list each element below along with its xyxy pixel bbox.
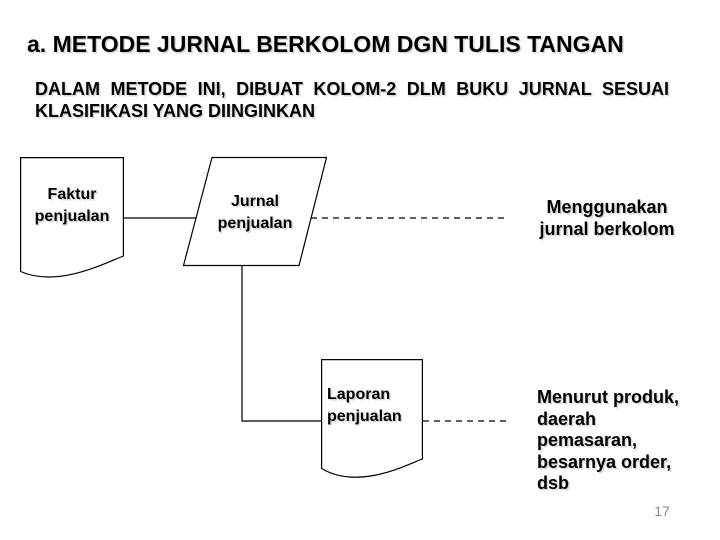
- laporan-node-label: Laporan penjualan: [327, 386, 402, 425]
- laporan-annotation-text: Menurut produk, daerah pemasaran, besarn…: [537, 387, 679, 494]
- page-number: 17: [654, 503, 670, 519]
- jurnal-annotation-text: Menggunakan jurnal berkolom: [539, 197, 675, 239]
- connector-jurnal-laporan-elbow: [241, 266, 321, 422]
- jurnal-node-label: Jurnal penjualan: [217, 193, 293, 232]
- slide-subtitle: DALAM METODE INI, DIBUAT KOLOM-2 DLM BUK…: [35, 79, 669, 122]
- laporan-document-shape: [321, 359, 423, 478]
- faktur-document-shape: [20, 157, 124, 278]
- subtitle-line-2: KLASIFIKASI YANG DIINGINKAN: [35, 100, 316, 121]
- slide-title: a. METODE JURNAL BERKOLOM DGN TULIS TANG…: [27, 31, 624, 57]
- faktur-node-label: Faktur penjualan: [34, 186, 110, 225]
- subtitle-line-1: DALAM METODE INI, DIBUAT KOLOM-2 DLM BUK…: [35, 79, 669, 99]
- jurnal-parallelogram-shape: [182, 156, 328, 267]
